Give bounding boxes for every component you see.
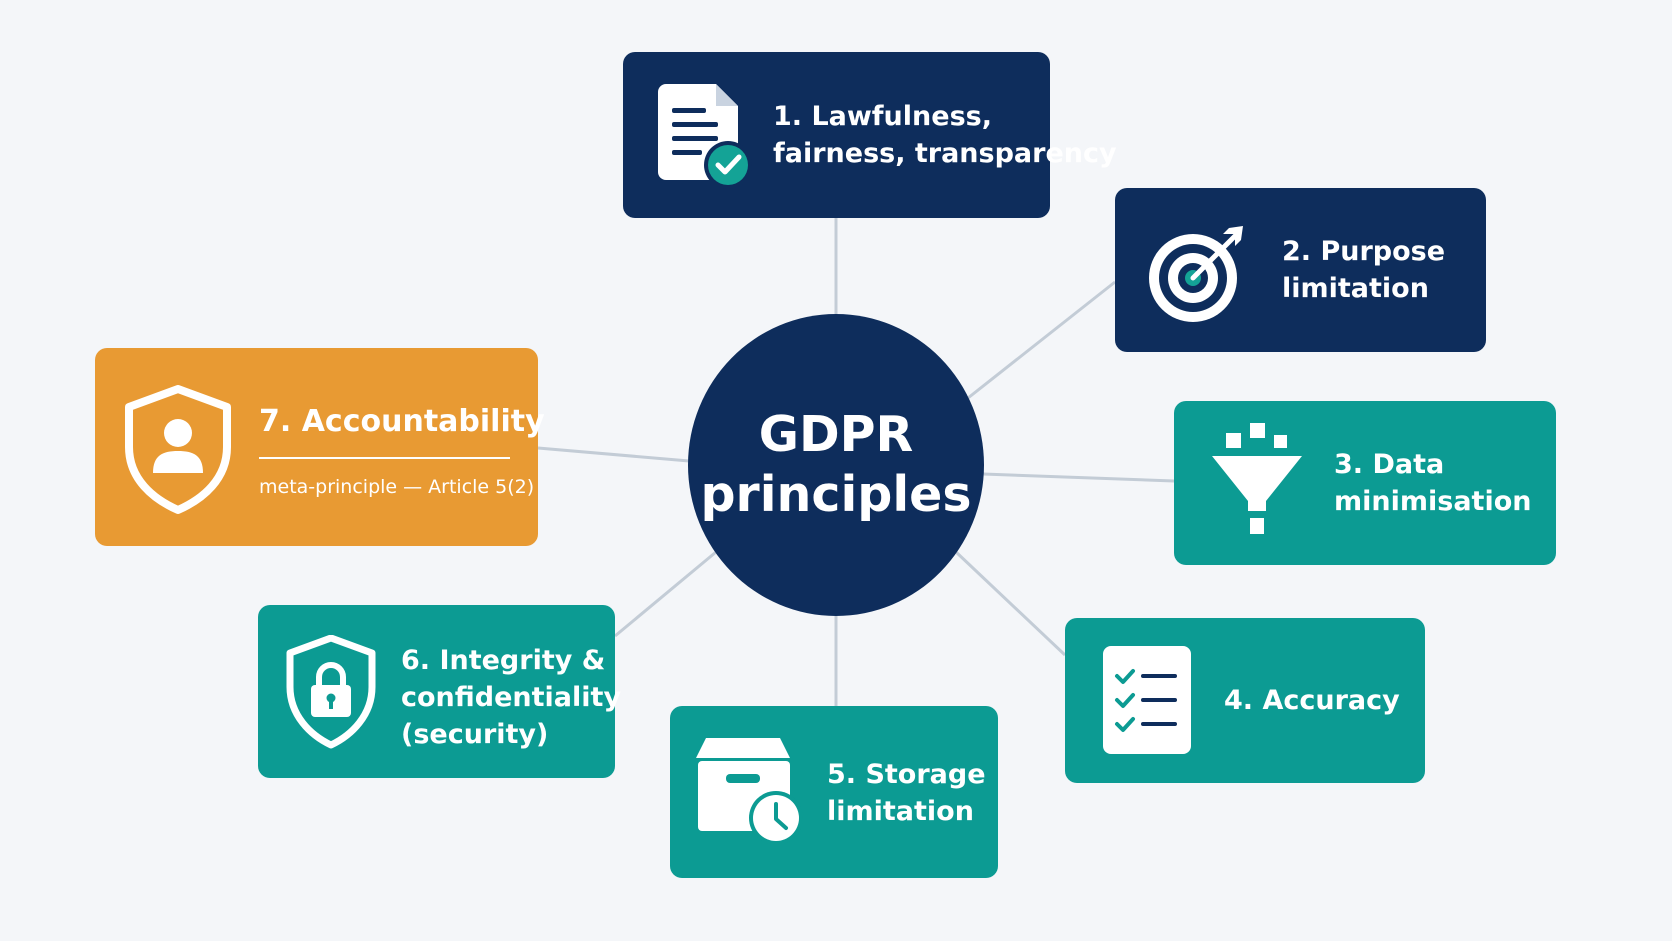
principle-3-line2: minimisation	[1334, 486, 1532, 517]
funnel-icon	[1212, 423, 1302, 534]
checklist-icon	[1103, 646, 1191, 754]
connector-3	[982, 472, 1175, 483]
principle-7-line1: 7. Accountability	[259, 404, 545, 439]
principle-1-line2: fairness, transparency	[773, 138, 1117, 169]
document-check-icon	[658, 84, 752, 189]
principle-2-line2: limitation	[1282, 273, 1429, 304]
principle-6-line2: confidentiality	[401, 682, 622, 713]
connector-4	[954, 550, 1067, 657]
principle-card-integrity-confidentiality: 6. Integrity & confidentiality (security…	[258, 605, 621, 778]
principle-4-line1: 4. Accuracy	[1224, 685, 1400, 716]
shield-user-icon	[125, 385, 231, 514]
principle-6-line3: (security)	[401, 719, 549, 750]
hub-title-line2: principles	[700, 466, 972, 523]
archive-clock-icon	[696, 738, 803, 845]
shield-lock-icon	[286, 635, 376, 749]
principle-3-line1: 3. Data	[1334, 449, 1445, 480]
principle-6-line1: 6. Integrity &	[401, 645, 606, 676]
connector-7	[537, 446, 690, 463]
principle-card-storage-limitation: 5. Storage limitation	[670, 706, 998, 878]
principle-1-line1: 1. Lawfulness,	[773, 101, 992, 132]
principle-card-lawfulness: 1. Lawfulness, fairness, transparency	[623, 52, 1117, 218]
principle-2-line1: 2. Purpose	[1282, 236, 1446, 267]
accountability-divider	[259, 457, 510, 459]
connector-2	[967, 280, 1116, 400]
accountability-subtitle: meta-principle — Article 5(2)	[259, 476, 535, 498]
principle-card-purpose-limitation: 2. Purpose limitation	[1115, 188, 1486, 352]
principle-5-line1: 5. Storage	[827, 759, 986, 790]
connector-6	[614, 550, 717, 638]
principle-card-data-minimisation: 3. Data minimisation	[1174, 401, 1556, 565]
principle-card-accuracy: 4. Accuracy	[1065, 618, 1425, 783]
hub-title-line1: GDPR	[758, 406, 914, 463]
target-arrow-icon	[1149, 226, 1243, 322]
principle-5-line2: limitation	[827, 796, 974, 827]
principle-card-accountability: 7. Accountability meta-principle — Artic…	[95, 348, 545, 546]
hub-circle: GDPR principles	[688, 314, 984, 616]
